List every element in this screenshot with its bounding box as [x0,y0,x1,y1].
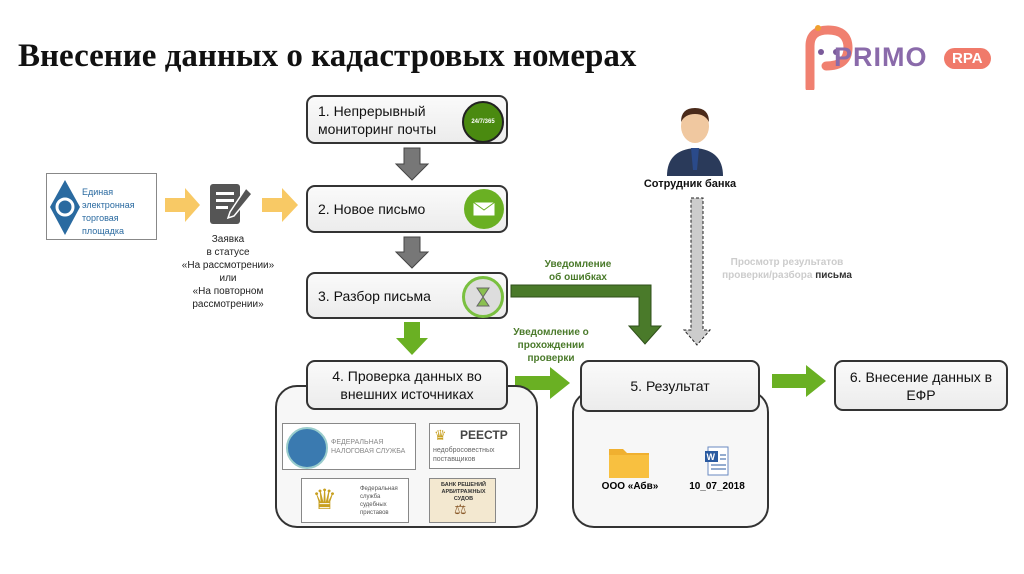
envelope-icon [464,189,504,229]
bank-employee-icon [667,108,723,176]
result-panel [572,390,769,528]
fns-name: ФЕДЕРАЛЬНАЯ НАЛОГОВАЯ СЛУЖБА [331,439,406,455]
request-line: Заявка [211,234,245,245]
arbitration-name: БАНК РЕШЕНИЙ АРБИТРАЖНЫХ СУДОВ [441,482,486,502]
svg-text:W: W [707,452,716,462]
page-title: Внесение данных о кадастровых номерах [18,38,637,74]
gray-arrow-down [394,236,430,269]
step-label: 4. Проверка данных во внешних источниках [332,368,482,402]
reestr-logo: ♛ РЕЕСТР недобросовестных поставщиков [429,423,520,469]
step-3-parse-email: 3. Разбор письма [306,272,508,319]
review-note-gray: Просмотр результатов проверки/разбора [722,257,844,281]
request-line: «На рассмотрении» [181,260,275,271]
request-line: рассмотрении» [192,299,264,310]
review-note-dark: письма [815,270,852,281]
folder-label: ООО «Абв» [601,481,659,492]
request-status-text: Заявка в статусе «На рассмотрении» или «… [168,233,288,311]
employee-review-note: Просмотр результатов проверки/разбора пи… [712,256,862,282]
step-2-new-email: 2. Новое письмо [306,185,508,233]
employee-label: Сотрудник банка [643,178,737,190]
fssp-logo: ♛ Федеральная служба судебных приставов [301,478,409,523]
dashed-gray-arrow-down [682,197,712,346]
fns-emblem-icon [286,427,328,469]
green-arrow-down [396,322,428,355]
step-label: 5. Результат [630,378,710,394]
request-line: «На повторном [192,286,264,297]
error-notification-arrow [510,284,663,345]
green-arrow-right [515,367,570,399]
orange-arrow [262,188,298,222]
24-7-365-icon: 24/7/365 [462,101,504,143]
step-6-efr-entry: 6. Внесение данных в ЕФР [834,360,1008,411]
hourglass-icon [462,276,504,318]
fssp-eagle-icon: ♛ [312,484,338,515]
step-5-result: 5. Результат [580,360,760,412]
eagle-emblem-icon: ♛ [434,427,447,443]
error-notification-label: Уведомление об ошибках [544,259,612,283]
folder-icon [609,449,649,478]
request-line: в статусе [206,247,250,258]
step-4-external-check: 4. Проверка данных во внешних источниках [306,360,508,410]
eetp-logo-text: Единая электронная торговая площадка [82,187,135,236]
reestr-name: РЕЕСТР [460,428,508,442]
brand-name: PRIMO [834,42,928,72]
primo-mascot-icon [805,25,853,93]
passed-notification-label: Уведомление о прохождении проверки [513,327,589,364]
request-line: или [219,273,237,284]
fns-logo: ФЕДЕРАЛЬНАЯ НАЛОГОВАЯ СЛУЖБА [282,423,416,470]
gavel-icon: ⚖ [454,501,467,517]
orange-arrow [165,188,200,222]
reestr-sub: недобросовестных поставщиков [433,447,495,463]
fssp-name: Федеральная служба судебных приставов [360,486,398,516]
brand-badge: RPA [944,48,991,69]
step-1-monitoring: 1. Непрерывный мониторинг почты 24/7/365 [306,95,508,144]
application-document-icon [210,184,254,224]
arbitration-bank-logo: БАНК РЕШЕНИЙ АРБИТРАЖНЫХ СУДОВ ⚖ [429,478,496,523]
step-label: 3. Разбор письма [318,287,431,304]
eetp-emblem-icon [50,180,80,235]
word-document-icon: W [705,446,729,476]
step-label: 1. Непрерывный мониторинг почты [318,102,437,137]
step-label: 6. Внесение данных в ЕФР [849,368,993,403]
eetp-logo: Единая электронная торговая площадка [46,173,157,240]
step-label: 2. Новое письмо [318,201,426,217]
file-label: 10_07_2018 [689,481,745,492]
green-arrow-right [772,365,826,397]
gray-arrow-down [394,147,430,181]
primo-rpa-logo: PRIMO RPA [796,24,996,93]
